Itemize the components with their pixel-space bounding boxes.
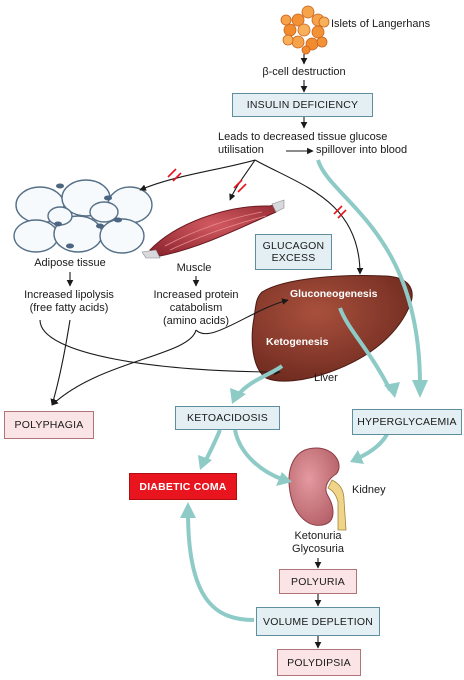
utilisation-label: utilisation — [218, 144, 264, 156]
liver-label: Liver — [314, 372, 338, 384]
arrow-to-adipose — [139, 159, 256, 191]
islets-label: Islets of Langerhans — [331, 18, 431, 30]
arrow-protein-to-gluconeogenesis — [195, 298, 289, 335]
kidney-label: Kidney — [352, 484, 386, 496]
block-marks — [167, 168, 347, 219]
glucagon-excess-box: GLUCAGON EXCESS — [255, 234, 332, 270]
ketonuria-label: Ketonuria — [294, 530, 342, 542]
teal-arrow-hyperglycaemia-to-kidney — [357, 431, 390, 460]
arrow-protein-to-polyphagia — [51, 329, 197, 406]
liver-illustration — [251, 275, 413, 382]
muscle-illustration — [141, 199, 285, 259]
beta-cell-label: β-cell destruction — [262, 66, 346, 78]
lipolysis-label-2: (free fatty acids) — [29, 302, 109, 314]
spillover-label: spillover into blood — [316, 144, 408, 156]
adipose-label: Adipose tissue — [34, 257, 106, 269]
teal-arrow-gluconeogenesis-to-hyperglycaemia — [338, 307, 392, 391]
adipose-nuclei — [54, 183, 122, 249]
protein-label-2: catabolism — [169, 302, 223, 314]
lipolysis-label-1: Increased lipolysis — [24, 289, 114, 301]
islets-illustration — [280, 5, 330, 55]
muscle-label: Muscle — [176, 262, 212, 274]
polydipsia-box: POLYDIPSIA — [277, 649, 361, 676]
gluconeogenesis-label: Gluconeogenesis — [290, 288, 378, 300]
glucagon-line-2: EXCESS — [271, 252, 316, 264]
teal-arrow-volume-to-coma — [186, 511, 255, 622]
arrow-to-liver — [254, 159, 364, 275]
diabetic-coma-box: DIABETIC COMA — [129, 473, 237, 500]
protein-label-3: (amino acids) — [162, 315, 230, 327]
arrow-to-muscle — [229, 159, 256, 201]
volume-depletion-box: VOLUME DEPLETION — [256, 607, 380, 636]
teal-arrow-ketogenesis-to-ketoacidosis — [236, 364, 284, 397]
insulin-deficiency-box: INSULIN DEFICIENCY — [232, 93, 373, 117]
leads-to-label: Leads to decreased tissue glucose — [218, 131, 388, 143]
teal-arrow-spillover-to-hyperglycaemia — [316, 159, 422, 386]
polyuria-box: POLYURIA — [279, 569, 357, 594]
glycosuria-label: Glycosuria — [292, 543, 344, 555]
glucagon-line-1: GLUCAGON — [262, 240, 325, 252]
teal-arrow-ketoacidosis-to-coma — [203, 429, 222, 463]
protein-label-1: Increased protein — [153, 289, 239, 301]
ketogenesis-label: Ketogenesis — [266, 336, 329, 348]
teal-arrow-ketoacidosis-to-kidney — [233, 429, 285, 482]
kidney-illustration — [288, 447, 347, 531]
ketoacidosis-box: KETOACIDOSIS — [175, 406, 280, 430]
polyphagia-box: POLYPHAGIA — [4, 411, 94, 439]
adipose-illustration — [13, 179, 153, 254]
arrow-lipolysis-to-polyphagia — [50, 319, 71, 406]
arrow-lipolysis-to-ketogenesis — [39, 319, 281, 376]
hyperglycaemia-box: HYPERGLYCAEMIA — [352, 409, 462, 435]
